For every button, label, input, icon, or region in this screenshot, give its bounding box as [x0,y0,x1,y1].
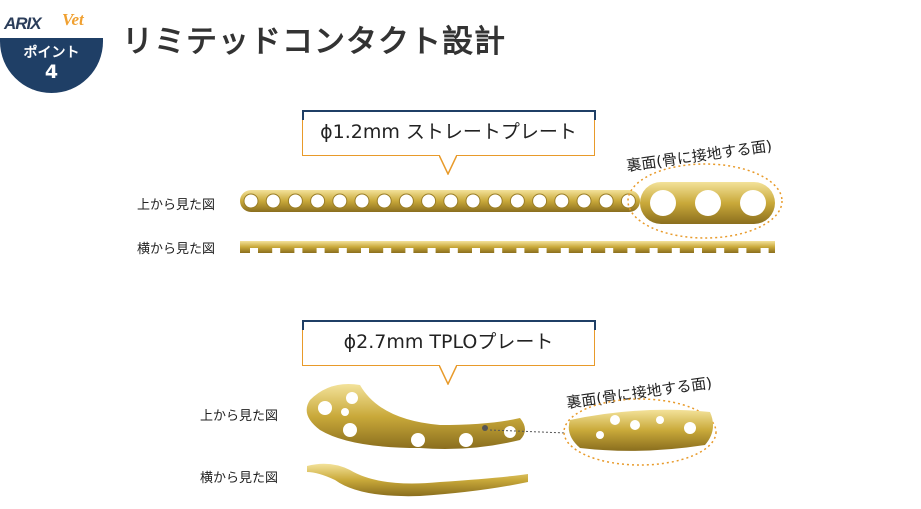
screw-hole [487,193,503,209]
screw-hole [354,193,370,209]
page-title: リミテッドコンタクト設計 [122,24,506,60]
screw-hole [620,193,636,209]
screw-hole [243,193,259,209]
screw-hole [421,193,437,209]
callout-text: ϕ2.7mm TPLOプレート [343,331,554,353]
screw-hole [554,193,570,209]
screw-hole [576,193,592,209]
top-view-label: 上から見た図 [137,198,216,213]
side-view-label: 横から見た図 [137,242,216,257]
logo-sub: Vet [62,10,84,29]
side-view-label: 横から見た図 [200,471,279,486]
screw-hole [465,193,481,209]
screw-hole [376,193,392,209]
callout-straight-plate: ϕ1.2mm ストレートプレート [301,110,596,175]
screw-hole [310,193,326,209]
screw-hole [398,193,414,209]
tplo-plate-back-view [563,398,717,466]
callout-text: ϕ1.2mm ストレートプレート [320,121,577,143]
screw-hole [332,193,348,209]
screw-hole [265,193,281,209]
badge-label: ポイント [23,45,80,61]
screw-hole [532,193,548,209]
tplo-plate-top-view [306,384,567,449]
screw-hole [509,193,525,209]
tplo-plate-side-view [307,463,528,497]
screw-hole [287,193,303,209]
straight-plate-back-view [627,163,783,239]
straight-plate-top-view [240,190,640,212]
screw-hole [598,193,614,209]
straight-plate-side-view [240,241,775,253]
top-view-label: 上から見た図 [200,409,279,424]
logo: ARIX Vet ポイント 4 [0,0,110,95]
badge-number: 4 [44,61,59,83]
screw-hole [443,193,459,209]
logo-brand: ARIX [4,14,42,33]
callout-tplo-plate: ϕ2.7mm TPLOプレート [301,320,596,385]
